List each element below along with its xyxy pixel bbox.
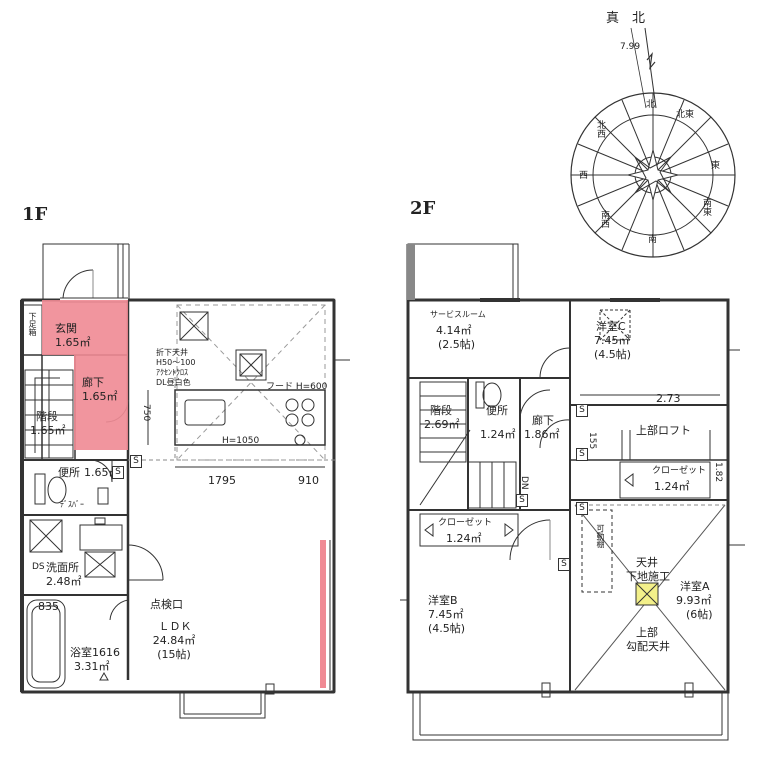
towel-bar-label: ﾃﾞｽﾊﾞｰ	[60, 500, 84, 509]
bath-width-dim: 835	[38, 600, 59, 613]
dim-1795: 1795	[208, 474, 236, 487]
ceiling-work-1: 天井	[636, 556, 658, 569]
room-a-name: 洋室A	[680, 580, 710, 593]
compass-rose	[570, 27, 736, 258]
hood-label: フード H=600	[266, 382, 328, 392]
ceiling-note-3: ｱｸｾﾝﾄｸﾛｽ	[156, 368, 188, 377]
s-mark-2f-5: S	[558, 558, 570, 571]
compass-southwest: 南西	[599, 210, 609, 228]
slope-ceiling-1: 上部	[636, 626, 658, 639]
room-a-tatami: (6帖)	[686, 608, 713, 621]
bath-area: 3.31㎡	[74, 660, 110, 673]
ldk-tatami: (15帖)	[157, 648, 191, 661]
true-north-label: 真 北	[606, 11, 646, 26]
ldk-name: ＬＤＫ	[158, 620, 192, 633]
toilet-1f-area: 1.65㎡	[84, 466, 120, 479]
compass-northwest: 北西	[595, 120, 605, 138]
dim-2-73: 2.73	[656, 392, 681, 405]
dim-155: 155	[587, 432, 597, 450]
s-mark-2f-1: S	[576, 404, 588, 417]
closet-1-area: 1.24㎡	[446, 532, 482, 545]
room-b-name: 洋室B	[428, 594, 458, 607]
ds-label: DS	[32, 562, 45, 572]
s-mark-2f-3: S	[516, 494, 528, 507]
closet-2-name: クローゼット	[652, 466, 707, 476]
room-c-name: 洋室C	[596, 320, 626, 333]
hallway-2f-area: 1.86㎡	[524, 428, 560, 441]
declination-label: 7.99	[620, 42, 641, 52]
floor-label-1f: 1F	[22, 204, 48, 225]
loft-label: 上部ロフト	[636, 424, 691, 437]
genkan-highlight	[42, 300, 128, 355]
pipe-shaft	[407, 244, 415, 300]
closet-2-area: 1.24㎡	[654, 480, 690, 493]
hallway-highlight	[74, 355, 128, 450]
toilet-1f-name: 便所	[58, 466, 80, 479]
ldk-area: 24.84㎡	[152, 634, 196, 647]
stairs-1f-name: 階段	[36, 410, 58, 423]
dim-910: 910	[298, 474, 319, 487]
closet-1-name: クローゼット	[438, 518, 493, 528]
stairs-2f-area: 2.69㎡	[424, 418, 460, 431]
stairs-1f-area: 1.65㎡	[30, 424, 66, 437]
s-mark-2f-4: S	[576, 502, 588, 515]
hallway-2f-name: 廊下	[532, 414, 554, 427]
room-c-area: 7.45㎡	[594, 334, 630, 347]
toilet-2f-area: 1.24㎡	[480, 428, 516, 441]
stairs-2f-name: 階段	[430, 404, 452, 417]
compass-west: 西	[577, 170, 587, 179]
dim-h1050: H=1050	[222, 436, 260, 446]
compass-southeast: 南東	[701, 198, 711, 216]
hallway-1f-name: 廊下	[82, 376, 104, 389]
floor-label-2f: 2F	[410, 198, 436, 219]
ceiling-work-2: 下地施工	[626, 570, 670, 583]
dim-1-82: 1.82	[713, 462, 723, 483]
s-mark-2f-2: S	[576, 448, 588, 461]
wall-highlight	[320, 540, 326, 688]
s-mark-1f-2: S	[112, 466, 124, 479]
dn-label: DN	[519, 476, 529, 490]
washroom-area: 2.48㎡	[46, 575, 82, 588]
hallway-1f-area: 1.65㎡	[82, 390, 118, 403]
ceiling-note-2: H50～100	[156, 358, 196, 367]
compass-northeast: 北東	[676, 110, 695, 120]
shoebox-label: 下足箱	[28, 312, 37, 336]
s-mark-1f-1: S	[130, 455, 142, 468]
compass-north: 北	[646, 100, 656, 110]
compass-south: 南	[648, 235, 658, 245]
service-room-name: サービスルーム	[430, 310, 486, 319]
room-a-area: 9.93㎡	[676, 594, 712, 607]
second-floor-plan	[400, 243, 745, 741]
dim-750: 750	[141, 404, 151, 422]
room-b-area: 7.45㎡	[428, 608, 464, 621]
bath-name: 浴室1616	[70, 646, 120, 659]
room-c-tatami: (4.5帖)	[594, 348, 632, 361]
movable-shelf-label: 可動棚	[596, 524, 605, 548]
inspection-hatch-label: 点検口	[150, 598, 183, 611]
compass-east: 東	[709, 160, 719, 169]
washroom-name: 洗面所	[46, 561, 79, 574]
genkan-area: 1.65㎡	[55, 336, 91, 349]
room-b-tatami: (4.5帖)	[428, 622, 466, 635]
genkan-name: 玄関	[55, 322, 77, 335]
ceiling-note-4: DL昼白色	[156, 378, 191, 387]
service-room-tatami: (2.5帖)	[438, 338, 476, 351]
slope-ceiling-2: 勾配天井	[626, 640, 670, 653]
toilet-2f-name: 便所	[486, 404, 508, 417]
service-room-area: 4.14㎡	[436, 324, 472, 337]
ceiling-note-1: 折下天井	[156, 348, 188, 357]
